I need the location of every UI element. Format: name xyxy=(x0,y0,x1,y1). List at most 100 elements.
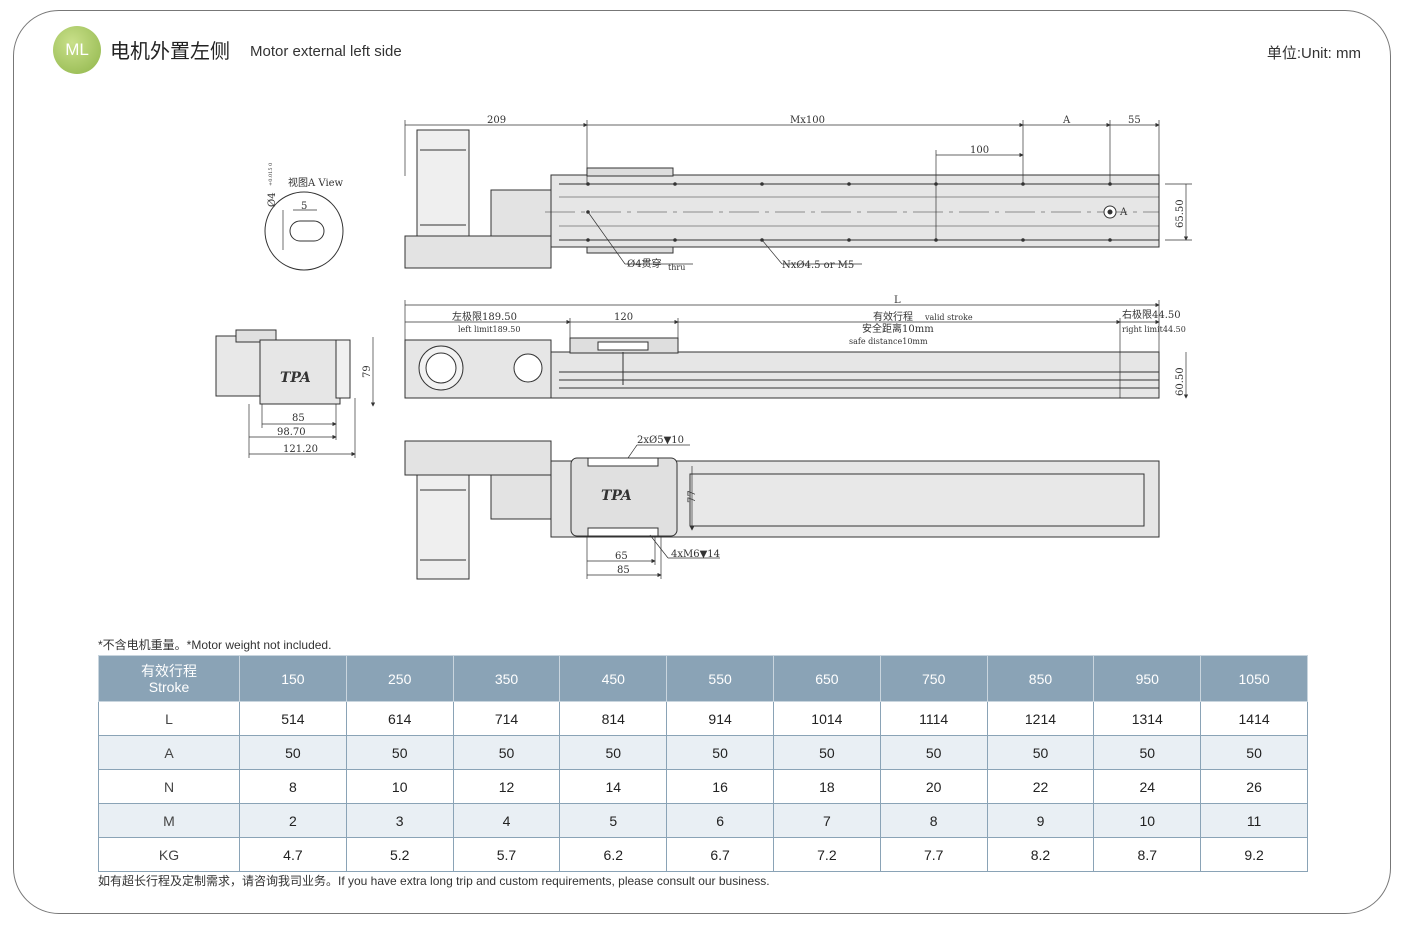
end-view-logo: TPA xyxy=(280,370,311,386)
column-header: 450 xyxy=(559,655,668,702)
bottom-view xyxy=(404,440,1160,580)
right-limit-en: right limit44.50 xyxy=(1122,325,1186,334)
view-a-diameter: Ø4 xyxy=(267,192,278,207)
view-a-dim: 5 xyxy=(301,201,307,212)
right-limit-zh: 右极限44.50 xyxy=(1122,308,1181,321)
top-view-dimensions xyxy=(404,120,1192,265)
table-cell: 50 xyxy=(559,735,668,770)
footer-note: 如有超长行程及定制需求，请咨询我司业务。If you have extra lo… xyxy=(98,874,770,888)
table-cell: 16 xyxy=(666,769,774,804)
dim-6050: 60.50 xyxy=(1175,367,1186,396)
unit-label: 单位:Unit: mm xyxy=(1266,45,1361,62)
column-header: 750 xyxy=(879,655,988,702)
table-cell: 8.2 xyxy=(986,837,1095,872)
table-cell: 50 xyxy=(879,735,988,770)
column-header: 250 xyxy=(345,655,454,702)
holes-label: NxØ4.5 or M5 xyxy=(782,260,854,271)
dim-55: 55 xyxy=(1128,115,1141,126)
view-a-label: 视图A View xyxy=(288,176,344,189)
table-cell: 50 xyxy=(1200,735,1308,770)
table-cell: 5.7 xyxy=(452,837,561,872)
stroke-zh: 有效行程 xyxy=(873,310,913,323)
stroke-en: valid stroke xyxy=(924,313,973,322)
table-cell: 7.2 xyxy=(772,837,881,872)
column-header: 650 xyxy=(772,655,881,702)
table-cell: 6.7 xyxy=(666,837,774,872)
table-cell: 1214 xyxy=(986,701,1095,736)
table-cell: 8 xyxy=(239,769,347,804)
table-cell: 1414 xyxy=(1200,701,1308,736)
table-cell: 914 xyxy=(666,701,774,736)
table-cell: 12 xyxy=(452,769,561,804)
bottom-view-logo: TPA xyxy=(601,488,632,504)
row-label: L xyxy=(98,701,240,736)
technical-drawing: 视图A View Ø4 +0.015 0 5 xyxy=(215,115,1192,580)
table-cell: 514 xyxy=(239,701,347,736)
front-view-dimensions xyxy=(404,300,1189,399)
row-label: N xyxy=(98,769,240,804)
table-cell: 6 xyxy=(666,803,774,838)
bottom-thread-label: 4xM6▼14 xyxy=(671,549,720,560)
table-cell: 7.7 xyxy=(879,837,988,872)
table-cell: 814 xyxy=(559,701,668,736)
table-cell: 50 xyxy=(772,735,881,770)
table-head-stroke: 有效行程 Stroke xyxy=(98,655,240,702)
table-cell: 50 xyxy=(1093,735,1202,770)
safe-zh: 安全距离10mm xyxy=(862,322,934,335)
table-cell: 9 xyxy=(986,803,1095,838)
table-cell: 6.2 xyxy=(559,837,668,872)
row-label: KG xyxy=(98,837,240,872)
dim-mx100: Mx100 xyxy=(790,115,825,126)
bottom-dim-65: 65 xyxy=(615,551,628,562)
bottom-dim-85: 85 xyxy=(617,565,630,576)
table-cell: 1314 xyxy=(1093,701,1202,736)
hole-thru-en: thru xyxy=(668,263,685,272)
table-cell: 10 xyxy=(1093,803,1202,838)
weight-note: *不含电机重量。*Motor weight not included. xyxy=(98,638,332,652)
column-header: 950 xyxy=(1093,655,1202,702)
title-zh: 电机外置左侧 xyxy=(110,39,230,63)
table-cell: 614 xyxy=(345,701,454,736)
hole-thru-label: Ø4贯穿 xyxy=(627,257,662,270)
section-badge: ML xyxy=(53,26,101,74)
dim-L: L xyxy=(894,295,901,306)
dim-120: 120 xyxy=(614,312,633,323)
marker-a: A xyxy=(1119,207,1128,218)
column-header: 850 xyxy=(986,655,1095,702)
bottom-hole-label: 2xØ5▼10 xyxy=(637,435,684,446)
top-view xyxy=(404,129,1160,269)
table-cell: 9.2 xyxy=(1200,837,1308,872)
badge-text: ML xyxy=(65,40,89,59)
front-view xyxy=(404,337,1160,399)
table-cell: 5 xyxy=(559,803,668,838)
table-cell: 4.7 xyxy=(239,837,347,872)
table-header-row: 有效行程 Stroke 150 250 350 450 550 650 750 … xyxy=(98,655,1308,702)
table-cell: 50 xyxy=(666,735,774,770)
row-label: A xyxy=(98,735,240,770)
dim-a: A xyxy=(1062,115,1071,126)
table-cell: 714 xyxy=(452,701,561,736)
table-cell: 11 xyxy=(1200,803,1308,838)
table-cell: 20 xyxy=(879,769,988,804)
column-header: 550 xyxy=(666,655,774,702)
bottom-dim-77: 77 xyxy=(687,490,698,503)
table-cell: 50 xyxy=(345,735,454,770)
table-cell: 4 xyxy=(452,803,561,838)
page-frame xyxy=(13,10,1391,914)
safe-en: safe distance10mm xyxy=(849,337,928,346)
dim-12120: 121.20 xyxy=(283,444,318,455)
table-cell: 1114 xyxy=(879,701,988,736)
table-cell: 5.2 xyxy=(345,837,454,872)
spec-table: 有效行程 Stroke 150 250 350 450 550 650 750 … xyxy=(98,655,1308,872)
column-header: 350 xyxy=(452,655,561,702)
table-cell: 2 xyxy=(239,803,347,838)
table-cell: 3 xyxy=(345,803,454,838)
dim-9870: 98.70 xyxy=(277,427,306,438)
table-cell: 18 xyxy=(772,769,881,804)
table-cell: 22 xyxy=(986,769,1095,804)
